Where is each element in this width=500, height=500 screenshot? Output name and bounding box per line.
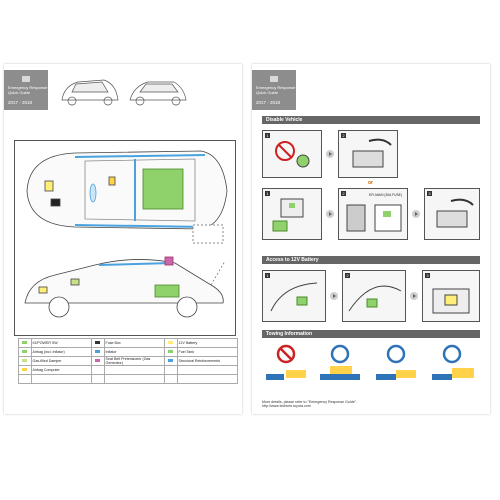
next-step-arrow-icon bbox=[410, 292, 418, 300]
wheel-lift-towing-ok-icon bbox=[376, 344, 416, 380]
legend-row bbox=[18, 374, 239, 384]
legend-label bbox=[103, 365, 166, 375]
structural-reinforcements-icon bbox=[164, 356, 178, 366]
airbag-top-icon bbox=[89, 183, 97, 203]
legend-row: Airbag Computer bbox=[18, 365, 239, 375]
detail-callout bbox=[192, 224, 224, 244]
airbag-computer-icon bbox=[18, 365, 32, 375]
legend-swatch-empty bbox=[164, 374, 178, 384]
legend-row: Gas-filled Damper Seat Belt Pretensioner … bbox=[18, 356, 239, 366]
ig-power-sw-icon bbox=[18, 338, 32, 348]
battery-icon bbox=[164, 338, 178, 348]
pretensioner-side-icon bbox=[164, 256, 174, 266]
legend-label bbox=[103, 374, 166, 384]
towing-illustrations bbox=[266, 344, 474, 380]
fuel-tank-top-icon bbox=[142, 168, 184, 210]
legend-label: Fuse Box bbox=[103, 338, 166, 348]
footer-link[interactable]: http://www.techinfo.toyota.com bbox=[262, 404, 311, 408]
legend-label bbox=[176, 365, 239, 375]
footer-note: More details, please refer to "Emergency… bbox=[262, 400, 358, 408]
dolly-towing-ok-icon bbox=[432, 344, 474, 380]
legend-swatch-empty bbox=[91, 365, 105, 375]
legend-label: 12V Battery bbox=[176, 338, 239, 348]
legend-label bbox=[176, 374, 239, 384]
battery-terminal-illustration bbox=[352, 138, 392, 168]
damper-side-icon bbox=[70, 278, 80, 286]
toyota-logo-icon bbox=[22, 76, 30, 82]
section-towing: Towing Information bbox=[262, 330, 480, 338]
fuel-tank-side-icon bbox=[154, 284, 180, 298]
legend-label: Seat Belt Pretensioner (Gas Generator) bbox=[103, 356, 166, 366]
hood-open-illustration bbox=[348, 285, 402, 312]
fuse-box-location-illustration bbox=[272, 198, 304, 232]
fuse-box-top-icon bbox=[50, 198, 61, 207]
next-step-arrow-icon bbox=[326, 210, 334, 218]
no-towing-prohibited-icon bbox=[266, 344, 306, 380]
header-year: 2017 - 2018 bbox=[256, 100, 281, 105]
left-page: Emergency Response Quick Guide 2017 - 20… bbox=[4, 64, 242, 414]
inflator-icon bbox=[91, 347, 105, 357]
battery-location-illustration bbox=[432, 288, 470, 314]
seat-belt-pretensioner-icon bbox=[91, 356, 105, 366]
fuse-label: EFI-MAIN (30A FUSE) bbox=[369, 193, 402, 197]
vehicle-diagram-svg bbox=[24, 150, 228, 318]
next-step-arrow-icon bbox=[326, 150, 334, 158]
access-step-1-frame: 1 bbox=[262, 270, 326, 322]
disable-alt-step-2-frame: 2 EFI-MAIN (30A FUSE) bbox=[338, 188, 408, 240]
header-title: Emergency Response Quick Guide bbox=[256, 85, 296, 95]
vehicle-top-view bbox=[26, 150, 228, 230]
legend-row: Airbag (incl. Inflator) Inflator Fuel Tank bbox=[18, 347, 239, 357]
section-disable-vehicle: Disable Vehicle bbox=[262, 116, 480, 124]
access-step-3-frame: 3 bbox=[422, 270, 480, 322]
fuse-illustration bbox=[346, 204, 402, 232]
legend-label: Inflator bbox=[103, 347, 166, 357]
access-step-2-frame: 2 bbox=[342, 270, 406, 322]
legend-label: IG/POWER SW bbox=[30, 338, 93, 348]
flatbed-towing-ok-icon bbox=[320, 344, 360, 380]
disable-alt-step-1-frame: 1 bbox=[262, 188, 322, 240]
disable-step-1-frame: 1 bbox=[262, 130, 322, 178]
power-switch-illustration bbox=[275, 141, 310, 168]
legend-swatch-empty bbox=[91, 374, 105, 384]
legend-label bbox=[30, 374, 93, 384]
section-access-battery: Access to 12V Battery bbox=[262, 256, 480, 264]
legend-label: Fuel Tank bbox=[176, 347, 239, 357]
gas-filled-damper-icon bbox=[18, 356, 32, 366]
header-badge: Emergency Response Quick Guide 2017 - 20… bbox=[4, 70, 48, 110]
disable-step-2-frame: 2 bbox=[338, 130, 398, 178]
or-label: or bbox=[368, 180, 373, 186]
legend-label: Structural Reinforcements bbox=[176, 356, 239, 366]
toyota-logo-icon bbox=[270, 76, 278, 82]
hood-release-illustration bbox=[270, 282, 318, 312]
header-car-illustrations bbox=[61, 79, 187, 106]
car-rear-view-icon bbox=[129, 81, 187, 106]
legend-label: Gas-filled Damper bbox=[30, 356, 93, 366]
airbag-computer-top-icon bbox=[108, 176, 116, 186]
disable-alt-step-3-frame: 3 bbox=[424, 188, 480, 240]
legend-label: Airbag (incl. Inflator) bbox=[30, 347, 93, 357]
airbag-icon bbox=[18, 347, 32, 357]
next-step-arrow-icon bbox=[412, 210, 420, 218]
legend-swatch-empty bbox=[18, 374, 32, 384]
header-badge: Emergency Response Quick Guide 2017 - 20… bbox=[252, 70, 296, 110]
legend-row: IG/POWER SW Fuse Box 12V Battery bbox=[18, 338, 239, 348]
next-step-arrow-icon bbox=[330, 292, 338, 300]
battery-top-icon bbox=[44, 180, 54, 192]
battery-side-icon bbox=[38, 286, 48, 294]
header-year: 2017 - 2018 bbox=[8, 100, 33, 105]
vehicle-component-diagram bbox=[14, 140, 236, 336]
right-page: Emergency Response Quick Guide 2017 - 20… bbox=[252, 64, 490, 414]
vehicle-side-view bbox=[24, 256, 226, 318]
car-front-view-icon bbox=[61, 79, 119, 106]
legend-swatch-empty bbox=[164, 365, 178, 375]
header-title: Emergency Response Quick Guide bbox=[8, 85, 48, 95]
fuse-box-icon bbox=[91, 338, 105, 348]
legend-label: Airbag Computer bbox=[30, 365, 93, 375]
fuel-tank-icon bbox=[164, 347, 178, 357]
terminal-disconnect-illustration bbox=[436, 198, 474, 228]
